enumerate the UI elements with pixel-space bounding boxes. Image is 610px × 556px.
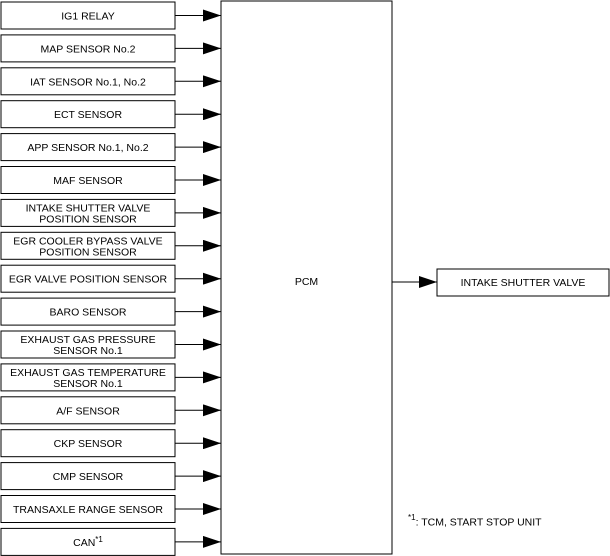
input-label: EGR VALVE POSITION SENSOR: [9, 274, 168, 286]
input-box: [0, 429, 176, 458]
input-box: [0, 1, 176, 30]
input-item: IAT SENSOR No.1, No.2: [0, 67, 221, 96]
input-item: A/F SENSOR: [0, 396, 221, 425]
input-label: CAN*1: [73, 535, 103, 549]
input-item: BARO SENSOR: [0, 297, 221, 326]
input-box: [0, 67, 176, 96]
output-label: INTAKE SHUTTER VALVE: [461, 277, 586, 289]
input-label: ECT SENSOR: [54, 109, 122, 121]
input-label: CKP SENSOR: [54, 438, 123, 450]
input-item: ECT SENSOR: [0, 100, 221, 129]
input-item: IG1 RELAY: [0, 1, 221, 30]
input-box: [0, 527, 176, 556]
input-item: CAN*1: [0, 527, 221, 556]
footnote: *1: TCM, START STOP UNIT: [408, 513, 542, 529]
footnote-text: : TCM, START STOP UNIT: [415, 516, 542, 529]
input-item: TRANSAXLE RANGE SENSOR: [0, 495, 221, 523]
input-box: [0, 330, 176, 359]
input-label: IAT SENSOR No.1, No.2: [30, 76, 146, 88]
input-box: [0, 297, 176, 326]
input-box: [0, 34, 176, 63]
input-label: A/F SENSOR: [56, 405, 120, 417]
input-label: MAF SENSOR: [53, 175, 123, 187]
input-label: TRANSAXLE RANGE SENSOR: [13, 504, 163, 516]
input-box: [0, 396, 176, 425]
input-label: IG1 RELAY: [61, 11, 115, 23]
footnote-marker: *1: [408, 513, 416, 522]
input-label: CMP SENSOR: [53, 471, 124, 483]
input-box: [0, 363, 176, 392]
input-box: [0, 462, 176, 491]
input-label: APP SENSOR No.1, No.2: [27, 142, 148, 154]
input-box: [0, 100, 176, 129]
input-item: MAF SENSOR: [0, 166, 221, 194]
input-box: [0, 495, 176, 523]
input-label: BARO SENSOR: [49, 307, 126, 319]
pcm-box: [220, 0, 393, 555]
input-box: [0, 264, 176, 293]
input-box: [0, 198, 176, 227]
input-item: CMP SENSOR: [0, 462, 221, 491]
input-item: CKP SENSOR: [0, 429, 221, 458]
input-item: APP SENSOR No.1, No.2: [0, 133, 221, 162]
output-box: [436, 268, 610, 297]
input-item: MAP SENSOR No.2: [0, 34, 221, 63]
pcm-label: PCM: [295, 276, 318, 288]
input-item: EGR VALVE POSITION SENSOR: [0, 264, 221, 293]
input-label: MAP SENSOR No.2: [41, 43, 136, 55]
